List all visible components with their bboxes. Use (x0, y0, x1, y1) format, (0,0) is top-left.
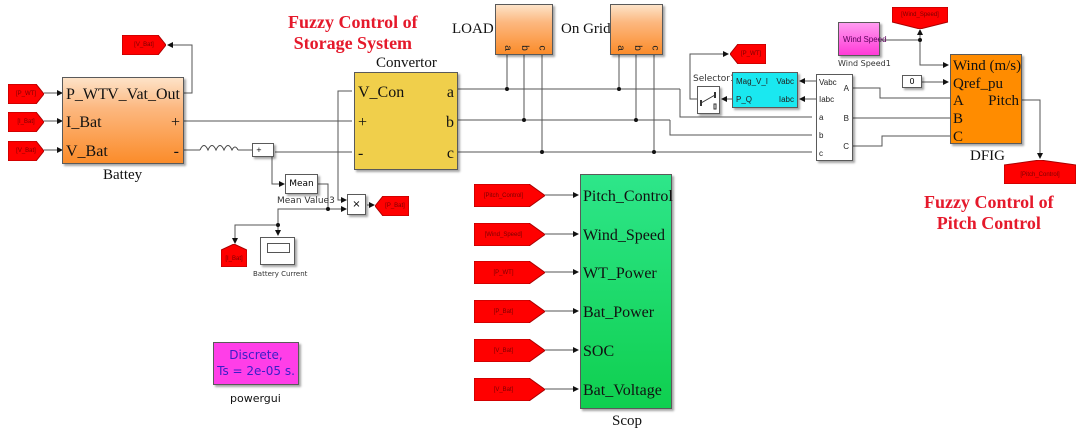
scope-port-6: Bat_Voltage (583, 382, 662, 399)
constant-block[interactable]: 0 (902, 75, 922, 88)
mean-block[interactable]: Mean (285, 174, 318, 194)
product-symbol: × (352, 199, 361, 210)
port-B: B (953, 111, 964, 127)
dfig-block[interactable]: Wind (m/s) Qref_pu A B C Pitch (950, 54, 1022, 145)
selector-block[interactable] (697, 86, 720, 114)
goto-tag-wind-speed[interactable]: [Wind_Speed] (892, 7, 948, 29)
port-iabc: Iabc (778, 95, 794, 104)
mean-text: Mean (289, 179, 314, 189)
grid-block[interactable]: a b c (610, 4, 663, 55)
powergui-block[interactable]: Discrete, Ts = 2e-05 s. (213, 342, 299, 385)
port-wind: Wind (m/s) (953, 58, 1022, 74)
product-block[interactable]: × (347, 194, 366, 215)
from-tag-pitch-control[interactable]: [Pitch_Control] (474, 184, 545, 207)
dfig-label: DFIG (970, 148, 1006, 164)
port-a: a (501, 45, 513, 51)
powergui-label: powergui (230, 392, 281, 405)
port-C: C (953, 129, 964, 145)
wind-speed-value: Wind Speed (843, 35, 887, 44)
goto-tag-i-bat[interactable]: [I_Bat] (221, 244, 247, 267)
sum-symbol: + (256, 146, 262, 154)
convertor-block[interactable]: V_Con + - a b c (354, 72, 458, 170)
port-C: C (843, 142, 849, 151)
port-p-wt: P_WT (66, 86, 108, 103)
scope-label: Scop (612, 413, 642, 429)
from-tag-p-wt[interactable]: [P_WT] (8, 84, 44, 104)
port-b: b (518, 45, 530, 51)
wind-speed-block[interactable]: Wind Speed (838, 22, 887, 56)
from-tag-p-wt[interactable]: [P_WT] (474, 261, 545, 284)
port-v-vat-out: V_Vat_Out (107, 86, 180, 103)
port-c: c (649, 45, 661, 51)
port-A: A (953, 93, 964, 109)
port-p-q: P_Q (736, 95, 753, 104)
port-plus: + (170, 114, 180, 131)
battery-current-label: Battery Current (253, 270, 308, 278)
from-tag-bat-voltage[interactable]: [V_Bat] (474, 378, 545, 401)
inductor-icon (199, 145, 239, 152)
port-v-bat: V_Bat (66, 143, 108, 160)
storage-system-title: Fuzzy Control of Storage System (288, 12, 418, 53)
port-i-bat: I_Bat (66, 114, 102, 131)
from-tag-soc[interactable]: [V_Bat] (474, 339, 545, 362)
from-tag-wind-speed[interactable]: [Wind_Speed] (474, 223, 545, 246)
grid-label: On Grid (561, 21, 611, 37)
port-a: a (446, 84, 454, 101)
sum-block[interactable]: + (252, 143, 274, 157)
constant-value: 0 (909, 77, 915, 86)
port-b: b (446, 114, 454, 131)
mean-label: Mean Value3 (277, 196, 335, 206)
wind-speed-name: Wind Speed1 (838, 59, 891, 68)
load-block[interactable]: a b c (495, 4, 553, 55)
port-B: B (843, 114, 849, 123)
port-iabc: Iabc (819, 95, 835, 104)
port-vabc: Vabc (776, 77, 794, 86)
from-tag-i-bat[interactable]: [I_Bat] (8, 112, 44, 132)
goto-tag-v-bat[interactable]: [V_Bat] (122, 35, 166, 55)
powergui-mode: Discrete, (229, 348, 283, 362)
battery-label: Battey (103, 167, 143, 183)
port-c: c (446, 145, 454, 162)
port-A: A (843, 84, 849, 93)
three-phase-measurement-block[interactable]: Vabc Iabc a b c A B C (816, 74, 853, 161)
from-tag-p-bat[interactable]: [P_Bat] (474, 300, 545, 323)
scope-port-2: Wind_Speed (583, 227, 666, 244)
port-minus: - (173, 143, 179, 160)
from-tag-v-bat[interactable]: [V_Bat] (8, 141, 44, 161)
pitch-control-title: Fuzzy Control of Pitch Control (924, 192, 1054, 233)
port-plus: + (358, 114, 368, 131)
port-v-con: V_Con (358, 84, 405, 101)
scope-block[interactable]: Pitch_Control Wind_Speed WT_Power Bat_Po… (580, 174, 673, 409)
port-mag-v-i: Mag_V_I (736, 77, 769, 86)
battery-block[interactable]: P_WT I_Bat V_Bat V_Vat_Out + - (62, 77, 184, 164)
power-measurement-block[interactable]: Mag_V_I P_Q Vabc Iabc (732, 72, 798, 108)
goto-tag-p-bat[interactable]: [P_Bat] (375, 196, 409, 216)
switch-icon (700, 92, 717, 110)
scope-port-4: Bat_Power (583, 304, 655, 321)
load-label: LOAD (452, 21, 494, 37)
battery-current-scope[interactable] (260, 237, 295, 265)
port-b: b (819, 131, 824, 140)
port-minus: - (358, 145, 364, 162)
scope-port-3: WT_Power (583, 265, 657, 282)
port-c: c (819, 149, 823, 158)
port-c: c (536, 45, 548, 51)
powergui-sample-time: Ts = 2e-05 s. (217, 364, 295, 378)
goto-tag-p-wt[interactable]: [P_WT] (730, 44, 766, 64)
convertor-label: Convertor (376, 55, 437, 71)
port-vabc: Vabc (819, 78, 837, 87)
selector-label: Selector1 (693, 74, 736, 84)
goto-tag-pitch-control[interactable]: [Pitch_Control] (1004, 160, 1076, 184)
port-a: a (819, 113, 824, 122)
scope-port-5: SOC (583, 343, 615, 360)
port-qref: Qref_pu (953, 76, 1003, 92)
scope-port-1: Pitch_Control (583, 188, 673, 205)
scope-screen-icon (267, 243, 290, 253)
port-a: a (614, 45, 626, 51)
port-pitch: Pitch (988, 93, 1019, 109)
port-b: b (631, 45, 643, 51)
